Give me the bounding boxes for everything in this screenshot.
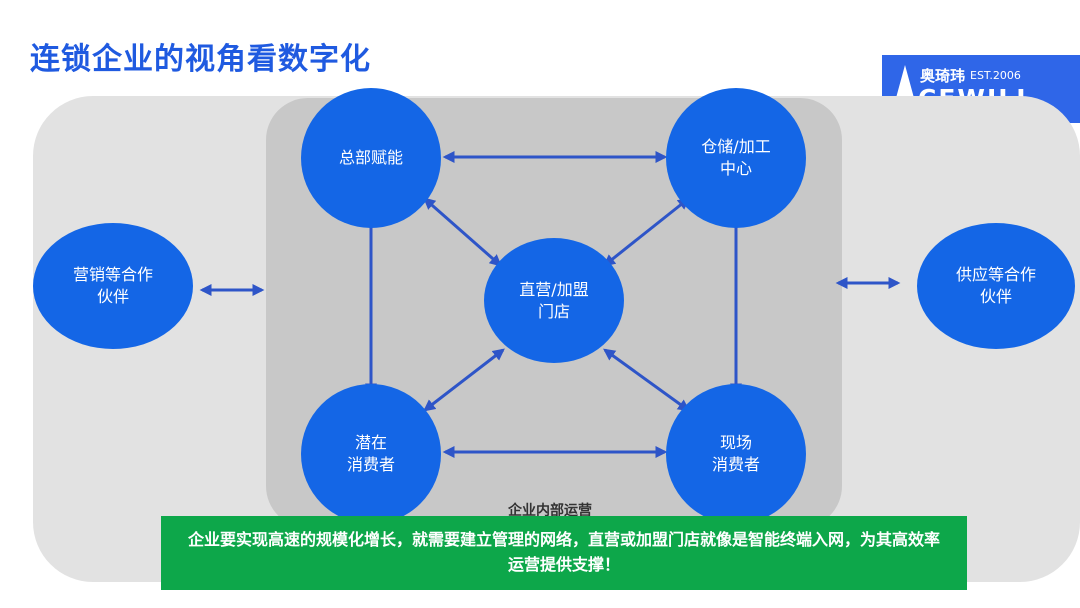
node-onsite-consumers: 现场 消费者 [666,384,806,524]
node-store: 直营/加盟 门店 [484,238,624,363]
internal-operations-label: 企业内部运营 [508,503,592,519]
node-hq-empowerment: 总部赋能 [301,88,441,228]
summary-banner: 企业要实现高速的规模化增长，就需要建立管理的网络，直营或加盟门店就像是智能终端入… [161,516,967,590]
page-title: 连锁企业的视角看数字化 [30,42,371,77]
arrow-onsite-store [603,348,690,412]
node-supply-partners: 供应等合作 伙伴 [917,223,1075,349]
node-warehouse-center: 仓储/加工 中心 [666,88,806,228]
logo-chinese-name: 奥琦玮 [920,67,966,85]
logo-established: EST.2006 [970,69,1021,82]
node-potential-consumers: 潜在 消费者 [301,384,441,524]
arrow-warehouse-store [603,197,690,267]
node-marketing-partners: 营销等合作 伙伴 [33,223,193,349]
arrow-potential-store [423,348,505,412]
arrow-hq-store [423,197,502,267]
